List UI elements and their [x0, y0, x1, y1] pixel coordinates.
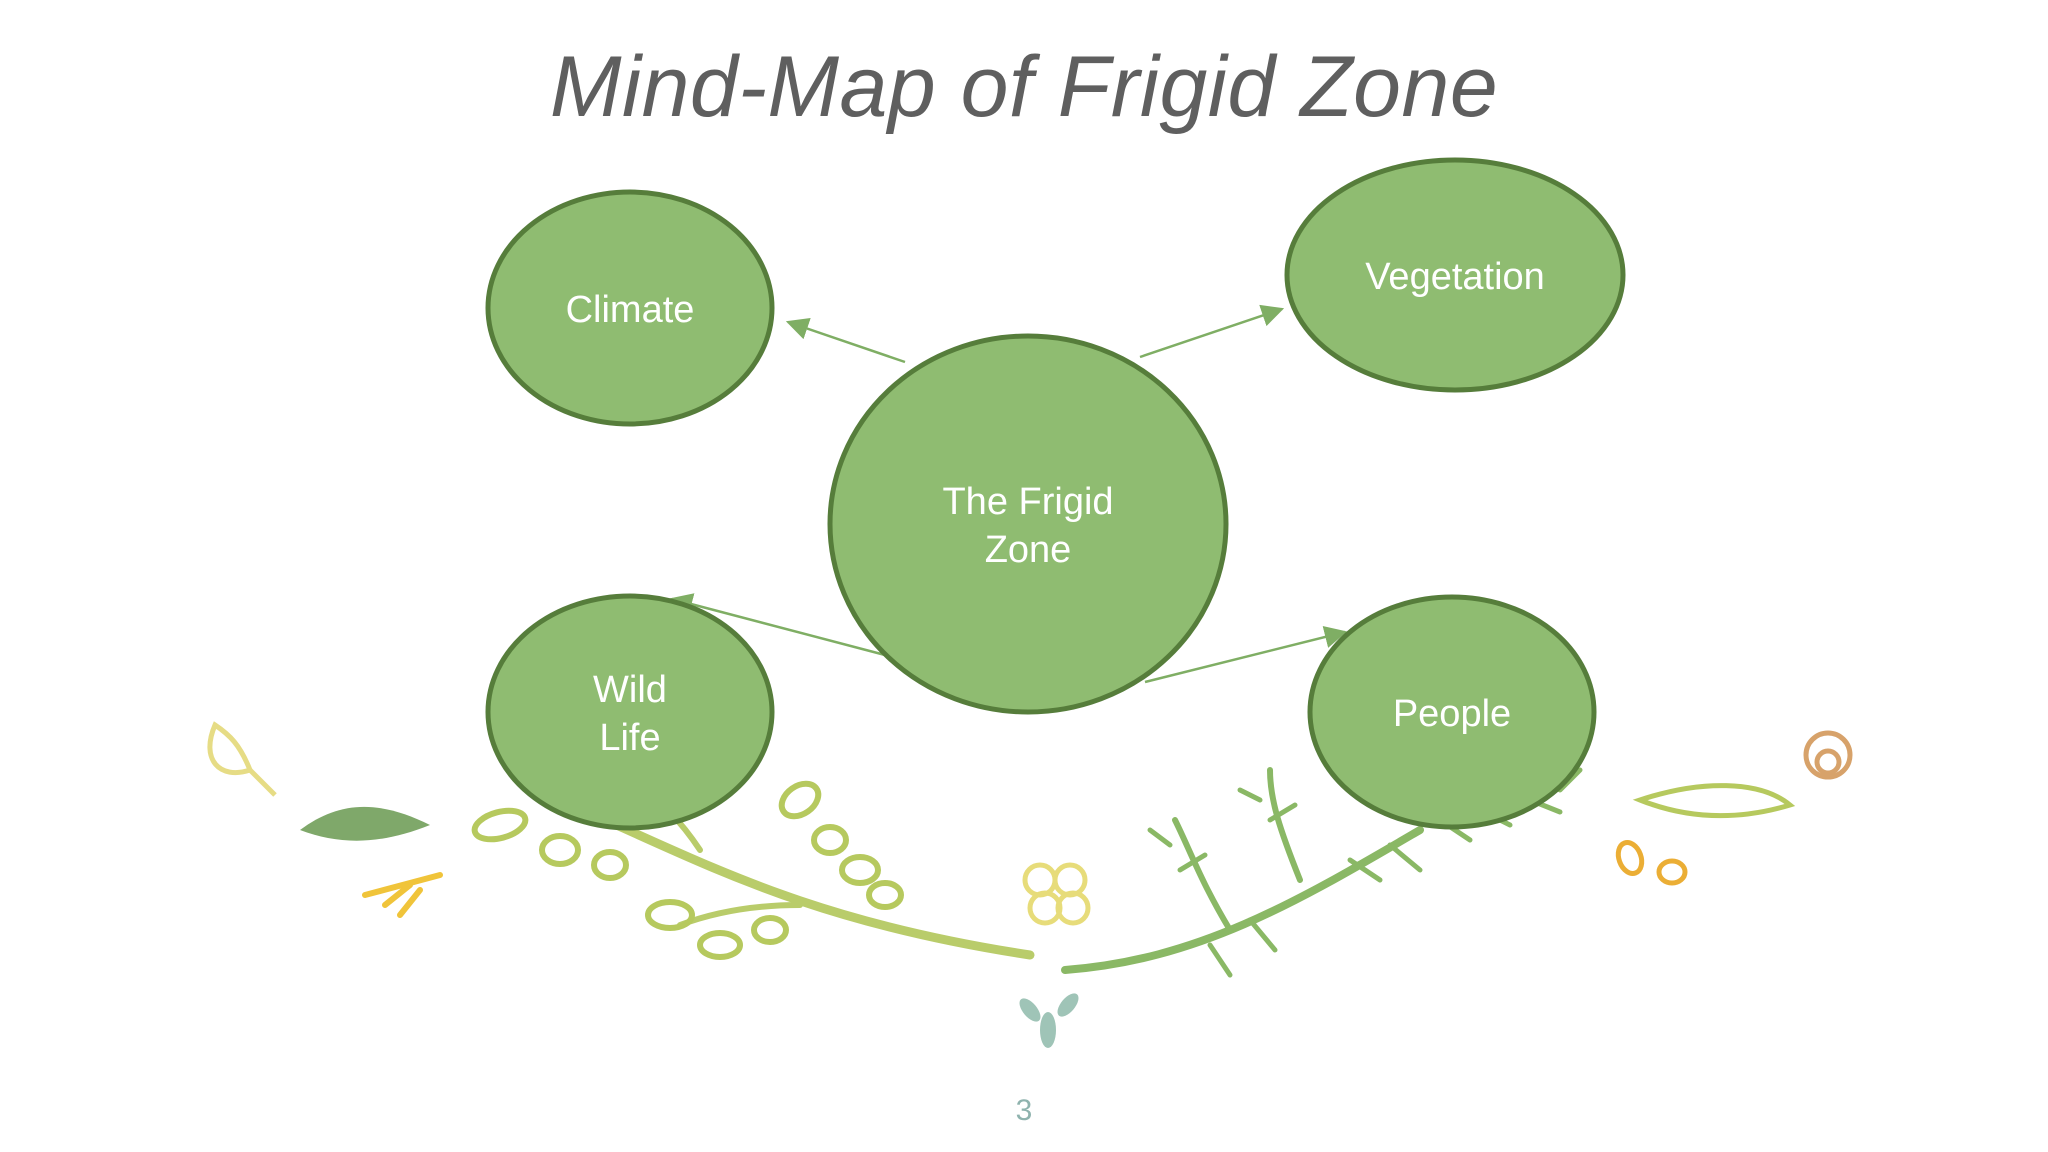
arrow-to-wildlife [669, 593, 886, 657]
left-leaf-7 [866, 880, 904, 910]
left-green-leaf [300, 806, 430, 841]
node-center: The Frigid Zone [827, 333, 1229, 715]
node-wildlife-label-line1: Wild [593, 669, 667, 711]
botanical-decoration [207, 721, 1853, 1048]
connector-arrows [669, 304, 1348, 684]
node-center-shape [827, 333, 1229, 715]
node-vegetation: Vegetation [1284, 157, 1626, 393]
left-leaf-3 [591, 849, 629, 881]
left-yellow-sprig [362, 872, 443, 918]
node-wildlife-shape [485, 593, 775, 831]
node-vegetation-label: Vegetation [1365, 256, 1545, 298]
right-green-leaf [1632, 783, 1796, 819]
left-yellow-flower [207, 721, 277, 797]
node-climate: Climate [485, 189, 775, 427]
slide-title: Mind-Map of Frigid Zone [549, 39, 1499, 135]
node-center-label-line2: Zone [985, 529, 1072, 571]
node-people: People [1307, 594, 1597, 830]
left-leaf-1 [471, 807, 529, 843]
left-leaf-5 [811, 824, 849, 856]
node-wildlife: Wild Life [485, 593, 775, 831]
arrow-to-people [1144, 625, 1348, 684]
node-climate-label: Climate [566, 289, 695, 331]
left-leaf-10 [751, 915, 789, 945]
node-people-shape [1307, 594, 1597, 830]
page-number: 3 [1015, 1094, 1033, 1127]
node-wildlife-label-line2: Life [599, 717, 660, 759]
node-center-label-line1: The Frigid [942, 481, 1113, 523]
right-orange-seeds [1615, 840, 1688, 886]
node-climate-shape [485, 189, 775, 427]
left-leaf-8 [645, 899, 695, 931]
right-vine-branch-2 [1267, 767, 1303, 883]
left-leaf-6 [839, 854, 881, 886]
center-flower [1022, 862, 1091, 926]
node-vegetation-shape [1284, 157, 1626, 393]
left-leaf-4 [778, 780, 822, 820]
right-vine-stem [1061, 826, 1424, 974]
right-orange-flower [1803, 730, 1853, 780]
arrow-to-climate [785, 317, 906, 364]
node-people-label: People [1393, 693, 1511, 735]
teal-sprout [1019, 993, 1079, 1048]
left-leaf-2 [539, 833, 581, 867]
arrow-to-vegetation [1139, 304, 1285, 359]
left-leaf-9 [697, 930, 743, 960]
right-vine-branch [1172, 817, 1233, 933]
